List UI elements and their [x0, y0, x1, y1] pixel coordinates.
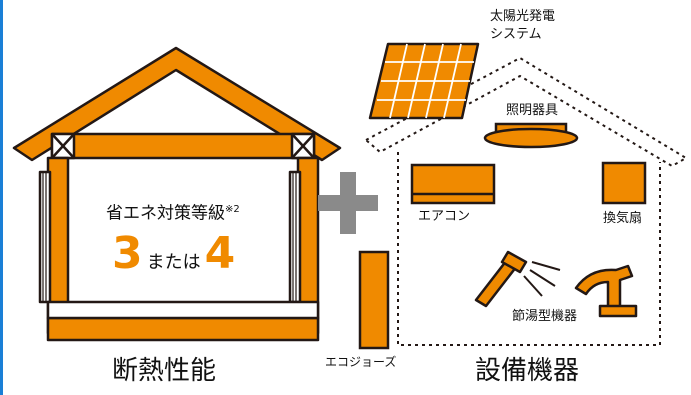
- water-heater-label: エコジョーズ: [325, 355, 397, 369]
- water-heater-icon: [358, 250, 390, 350]
- solar-label-line1: 太陽光発電: [490, 9, 556, 24]
- faucet-label: 節湯型機器: [512, 309, 578, 324]
- plus-icon: [318, 172, 378, 234]
- left-caption: 断熱性能: [112, 356, 217, 386]
- lighting-label: 照明器具: [506, 103, 559, 118]
- ceiling-light-icon: [483, 122, 579, 149]
- right-wall-insulation: [288, 170, 302, 304]
- ventilation-fan-icon: [601, 161, 647, 205]
- rating-label-text: 省エネ対策等級: [106, 203, 225, 224]
- right-caption: 設備機器: [475, 356, 580, 386]
- rating-value-4: 4: [204, 228, 236, 279]
- left-top-beam: [50, 132, 316, 160]
- fan-label: 換気扇: [603, 211, 643, 226]
- solar-label-line2: システム: [490, 27, 542, 42]
- rating-footnote: ※2: [225, 204, 240, 215]
- left-wall-insulation: [38, 170, 52, 304]
- left-house: [12, 46, 342, 342]
- rating-connector: または: [146, 252, 201, 273]
- shower-head-icon: [474, 250, 561, 308]
- solar-panel-icon: [368, 42, 480, 120]
- aircon-label: エアコン: [418, 209, 471, 224]
- left-floor-beam: [46, 316, 320, 342]
- air-conditioner-icon: [410, 163, 496, 205]
- faucet-icon: [574, 264, 638, 318]
- left-sill: [46, 300, 320, 320]
- page-edge-bar: [0, 0, 3, 395]
- right-house: [364, 56, 688, 346]
- rating-label: 省エネ対策等級※2: [106, 205, 240, 223]
- rating-value-3: 3: [112, 228, 143, 279]
